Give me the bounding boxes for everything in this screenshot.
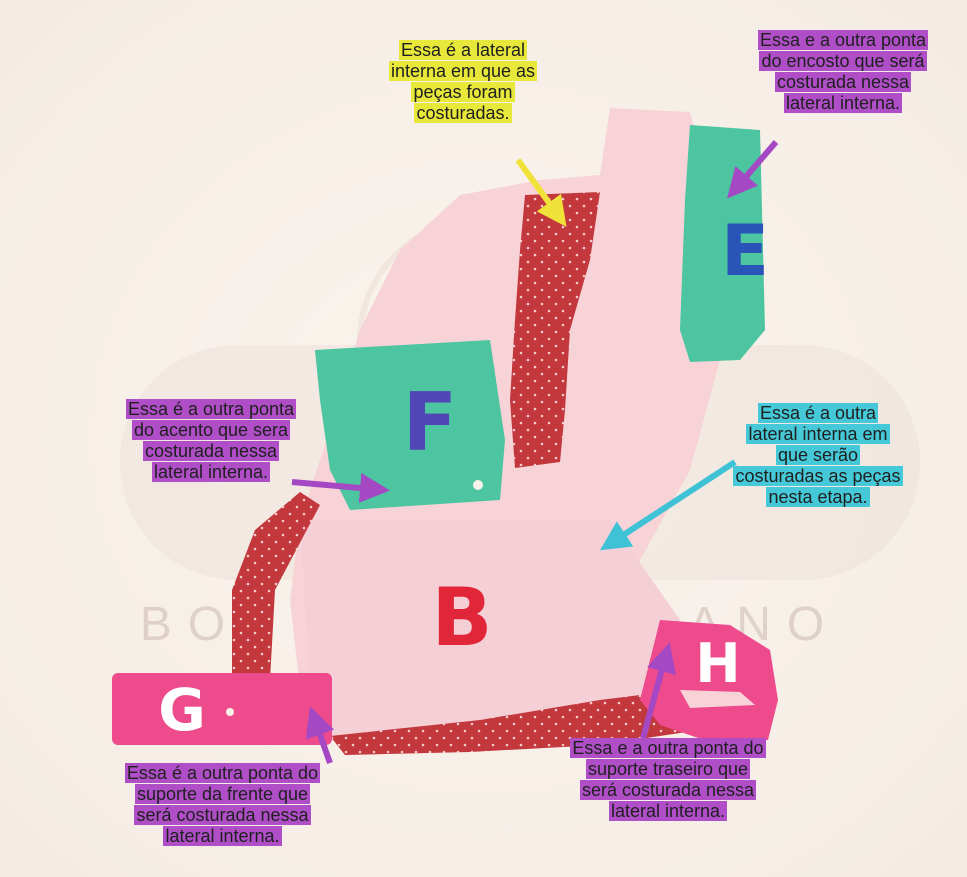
- annotation-bottom-left: Essa é a outra ponta do suporte da frent…: [90, 763, 355, 847]
- piece-letter-b: B: [432, 571, 493, 664]
- annotation-mid-right: Essa é a outra lateral interna em que se…: [698, 403, 938, 508]
- annotation-top-center: Essa é a lateral interna em que as peças…: [368, 40, 558, 124]
- pin-head-g: [226, 708, 234, 716]
- pin-head-f: [473, 480, 483, 490]
- annotation-top-right: Essa e a outra ponta do encosto que será…: [733, 30, 953, 114]
- annotation-bottom-right: Essa e a outra ponta do suporte traseiro…: [533, 738, 803, 822]
- piece-letter-f: F: [403, 376, 458, 469]
- piece-letter-h: H: [695, 632, 740, 695]
- annotation-mid-left: Essa é a outra ponta do acento que sera …: [96, 399, 326, 483]
- hot-pink-strip-g: [112, 673, 332, 745]
- piece-letter-e: E: [721, 210, 769, 292]
- piece-letter-g: G: [158, 676, 206, 744]
